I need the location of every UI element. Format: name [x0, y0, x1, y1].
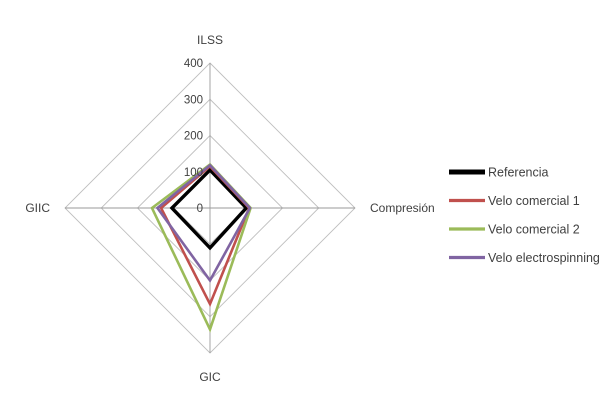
tick-label-100: 100	[184, 167, 203, 179]
legend-label-1: Velo comercial 1	[488, 194, 580, 208]
axis-label-gic: GIC	[199, 370, 221, 384]
tick-label-0: 0	[197, 203, 203, 215]
tick-label-400: 400	[184, 58, 203, 70]
legend-label-0: Referencia	[488, 165, 548, 179]
radial-tick-labels: 0 100 200 300 400	[184, 58, 203, 215]
axis-label-compresion: Compresión	[370, 201, 435, 215]
tick-label-200: 200	[184, 131, 203, 143]
axis-label-ilss: ILSS	[197, 33, 223, 47]
series-polygon-2	[150, 162, 253, 333]
tick-label-300: 300	[184, 94, 203, 106]
axis-label-giic: GIIC	[25, 201, 50, 215]
radar-axes	[65, 63, 355, 353]
legend-label-3: Velo electrospinning	[488, 251, 600, 265]
series-polygon-3	[155, 163, 252, 283]
legend-label-2: Velo comercial 2	[488, 222, 580, 236]
series-polygon-0	[169, 167, 249, 251]
radar-series-group	[150, 162, 253, 333]
